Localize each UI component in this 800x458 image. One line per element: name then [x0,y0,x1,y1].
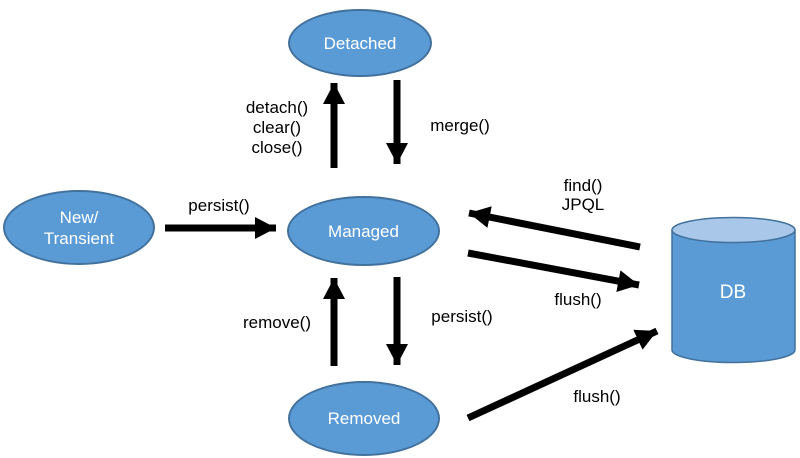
node-new-transient-label-line1: New/ [59,207,99,227]
db-cylinder-body [671,229,796,364]
db-cylinder-top [671,216,796,244]
label-detach-clear-close: detach() clear() close() [246,98,308,158]
label-clear: clear() [252,118,302,137]
db-cylinder [671,216,796,364]
label-find: find() [563,176,603,195]
label-persist-removed: persist() [431,307,493,326]
label-merge: merge() [430,116,490,135]
node-managed-label: Managed [328,221,399,241]
label-detach: detach() [245,98,309,117]
node-detached-label: Detached [323,33,397,53]
node-removed-label: Removed [327,409,401,428]
node-detached: Detached [288,9,432,77]
node-removed: Removed [288,381,440,456]
node-managed: Managed [287,196,440,266]
arrow-managed-to-db [467,249,640,292]
label-close: close() [251,138,303,157]
label-find-jpql: find() JPQL [562,176,605,214]
label-flush-removed: flush() [573,387,621,406]
label-jpql: JPQL [561,195,605,214]
label-remove: remove() [242,313,312,332]
node-new-transient-label-line2: Transient [43,228,115,248]
label-persist-new: persist() [188,196,250,215]
db-label: DB [719,282,747,303]
node-new-transient: New/ Transient [3,190,155,265]
arrow-removed-to-db [466,327,659,422]
arrow-db-to-managed [468,206,641,251]
label-flush-managed: flush() [554,290,602,309]
